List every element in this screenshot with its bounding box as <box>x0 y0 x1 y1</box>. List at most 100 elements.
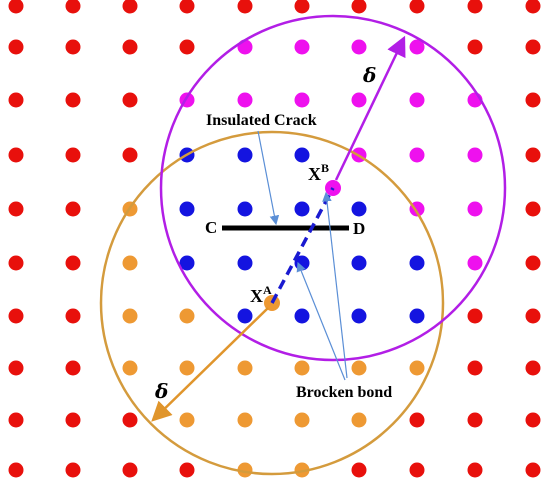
edge-material-point <box>8 0 24 14</box>
horizon-b-material-point <box>409 92 425 108</box>
horizon-b-material-point <box>409 39 425 55</box>
material-point <box>8 360 24 376</box>
overlap-material-point <box>351 201 367 217</box>
point-xa-label: XA <box>250 283 272 306</box>
material-point <box>8 39 24 55</box>
horizon-a-material-point <box>237 462 253 478</box>
horizon-a-material-point <box>294 360 310 376</box>
overlap-material-point <box>237 147 253 163</box>
material-point <box>525 147 541 163</box>
horizon-a-material-point <box>351 412 367 428</box>
material-point <box>65 92 81 108</box>
overlap-material-point <box>409 308 425 324</box>
material-point <box>122 412 138 428</box>
horizon-b-material-point <box>351 39 367 55</box>
material-point <box>122 92 138 108</box>
material-point <box>525 308 541 324</box>
material-point <box>467 412 483 428</box>
material-point <box>525 412 541 428</box>
horizon-b-material-point <box>409 147 425 163</box>
material-point <box>409 412 425 428</box>
material-point <box>65 39 81 55</box>
material-point <box>65 255 81 271</box>
horizon-a-material-point <box>294 462 310 478</box>
horizon-circle-a <box>99 130 445 476</box>
material-point <box>409 462 425 478</box>
edge-material-point <box>467 0 483 14</box>
edge-material-point <box>237 0 253 14</box>
horizon-circle-b <box>159 14 507 362</box>
horizon-delta-a-label: δ <box>154 379 168 403</box>
horizon-a-material-point <box>179 360 195 376</box>
horizon-b-material-point <box>237 92 253 108</box>
horizon-a-material-point <box>179 412 195 428</box>
material-point <box>467 360 483 376</box>
material-point <box>8 462 24 478</box>
material-point <box>8 147 24 163</box>
horizon-a-material-point <box>237 360 253 376</box>
horizon-b-material-point <box>467 201 483 217</box>
material-point <box>8 92 24 108</box>
overlap-material-point <box>294 201 310 217</box>
horizon-radius-b-arrow <box>334 35 406 181</box>
edge-material-point <box>351 0 367 14</box>
horizon-b-material-point <box>467 147 483 163</box>
material-point <box>351 462 367 478</box>
overlap-material-point <box>409 255 425 271</box>
horizon-b-material-point <box>237 39 253 55</box>
horizon-a-material-point <box>122 360 138 376</box>
broken-bond-arrow-lower <box>296 261 346 381</box>
edge-material-point <box>294 0 310 14</box>
overlap-material-point <box>237 255 253 271</box>
overlap-material-point <box>237 308 253 324</box>
overlap-material-point <box>179 201 195 217</box>
insulated-crack-label: Insulated Crack <box>206 112 317 129</box>
horizon-a-material-point <box>409 360 425 376</box>
edge-material-point <box>122 0 138 14</box>
overlap-material-point <box>351 255 367 271</box>
broken-bond-arrow-upper <box>322 191 348 379</box>
horizon-b-material-point <box>294 92 310 108</box>
overlap-material-point <box>294 147 310 163</box>
material-point <box>65 308 81 324</box>
horizon-a-material-point <box>351 360 367 376</box>
broken-bond-label: Brocken bond <box>296 384 392 401</box>
material-point <box>8 201 24 217</box>
horizon-a-material-point <box>237 412 253 428</box>
material-point <box>467 39 483 55</box>
material-point <box>8 308 24 324</box>
material-point <box>65 412 81 428</box>
material-point <box>65 147 81 163</box>
material-point <box>525 255 541 271</box>
horizon-radius-a-arrow <box>151 307 269 422</box>
point-d-label: D <box>353 219 365 238</box>
edge-material-point <box>65 0 81 14</box>
overlap-material-point <box>351 308 367 324</box>
horizon-a-material-point <box>122 308 138 324</box>
horizon-delta-b-label: δ <box>362 63 376 87</box>
horizon-b-material-point <box>467 255 483 271</box>
material-point <box>467 462 483 478</box>
material-point <box>179 39 195 55</box>
material-point <box>65 360 81 376</box>
edge-material-point <box>525 0 541 14</box>
material-point <box>179 462 195 478</box>
edge-material-point <box>179 0 195 14</box>
overlap-material-point <box>179 255 195 271</box>
annotation-arrows <box>151 35 406 422</box>
overlap-material-point <box>237 201 253 217</box>
material-point <box>525 201 541 217</box>
overlap-material-point <box>294 308 310 324</box>
point-xb-label: XB <box>308 161 329 184</box>
horizon-a-material-point <box>179 308 195 324</box>
broken-bond-line <box>270 187 335 304</box>
material-point <box>122 39 138 55</box>
point-c-label: C <box>205 218 217 237</box>
material-point <box>467 308 483 324</box>
horizon-b-material-point <box>294 39 310 55</box>
material-point <box>65 462 81 478</box>
insulated-crack-arrow <box>257 130 280 226</box>
material-point <box>65 201 81 217</box>
material-point <box>122 462 138 478</box>
